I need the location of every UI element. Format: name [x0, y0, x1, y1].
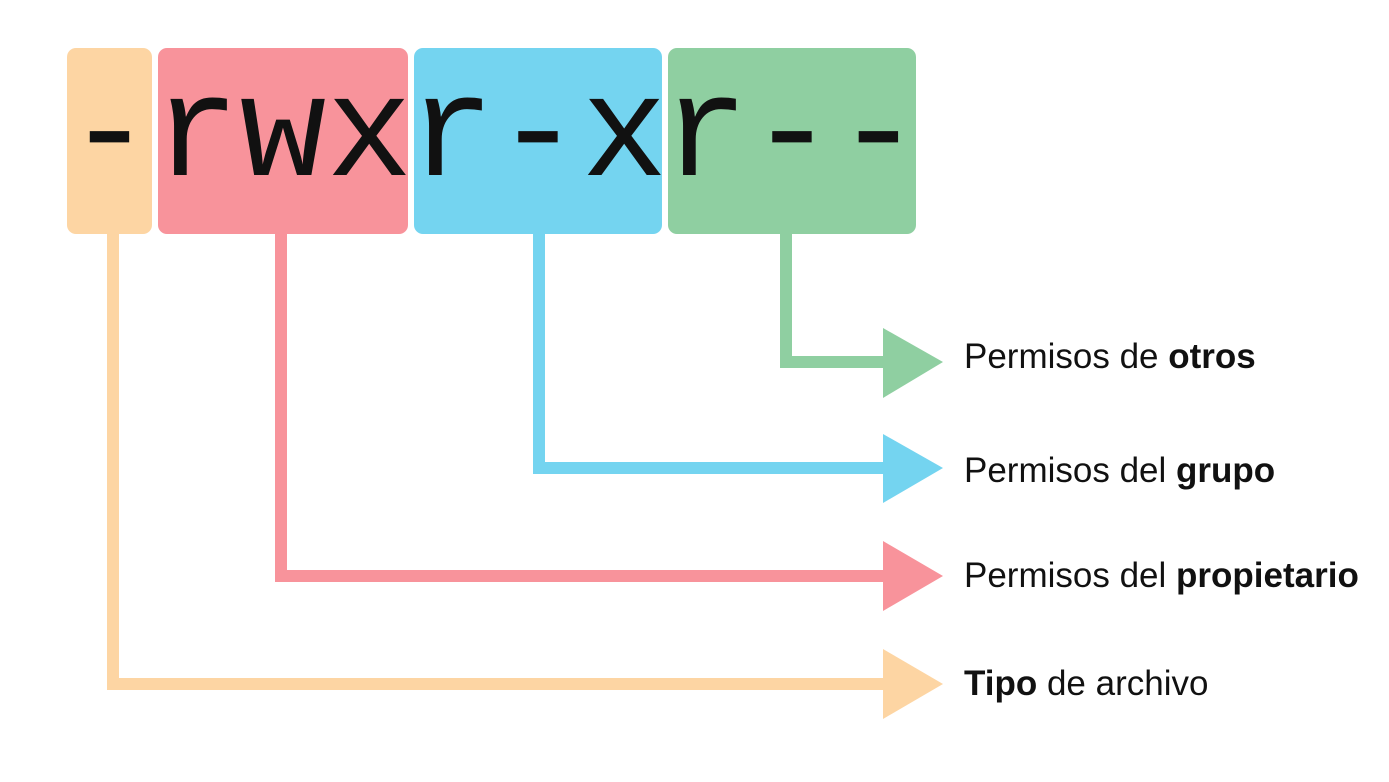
others-connector	[780, 234, 886, 368]
group-permissions-label: Permisos del grupo	[964, 451, 1276, 490]
type-connector	[107, 234, 886, 690]
type-arrow-icon	[883, 649, 943, 719]
owner-permissions-chars: rwx	[158, 56, 408, 219]
file-type-label: Tipo de archivo	[964, 664, 1209, 703]
group-permissions-block: r-x	[414, 48, 662, 234]
owner-permissions-block: rwx	[158, 48, 408, 234]
group-permissions-chars: r-x	[414, 56, 662, 219]
owner-arrow-icon	[883, 541, 943, 611]
others-permissions-block: r--	[668, 48, 916, 234]
group-arrow-icon	[883, 434, 943, 503]
file-type-char: -	[67, 56, 152, 219]
others-permissions-label: Permisos de otros	[964, 337, 1256, 376]
group-connector	[533, 234, 886, 474]
others-permissions-chars: r--	[668, 56, 916, 219]
owner-permissions-label: Permisos del propietario	[964, 556, 1359, 595]
others-arrow-icon	[883, 328, 943, 398]
file-type-block: -	[67, 48, 152, 234]
owner-connector	[275, 234, 886, 582]
